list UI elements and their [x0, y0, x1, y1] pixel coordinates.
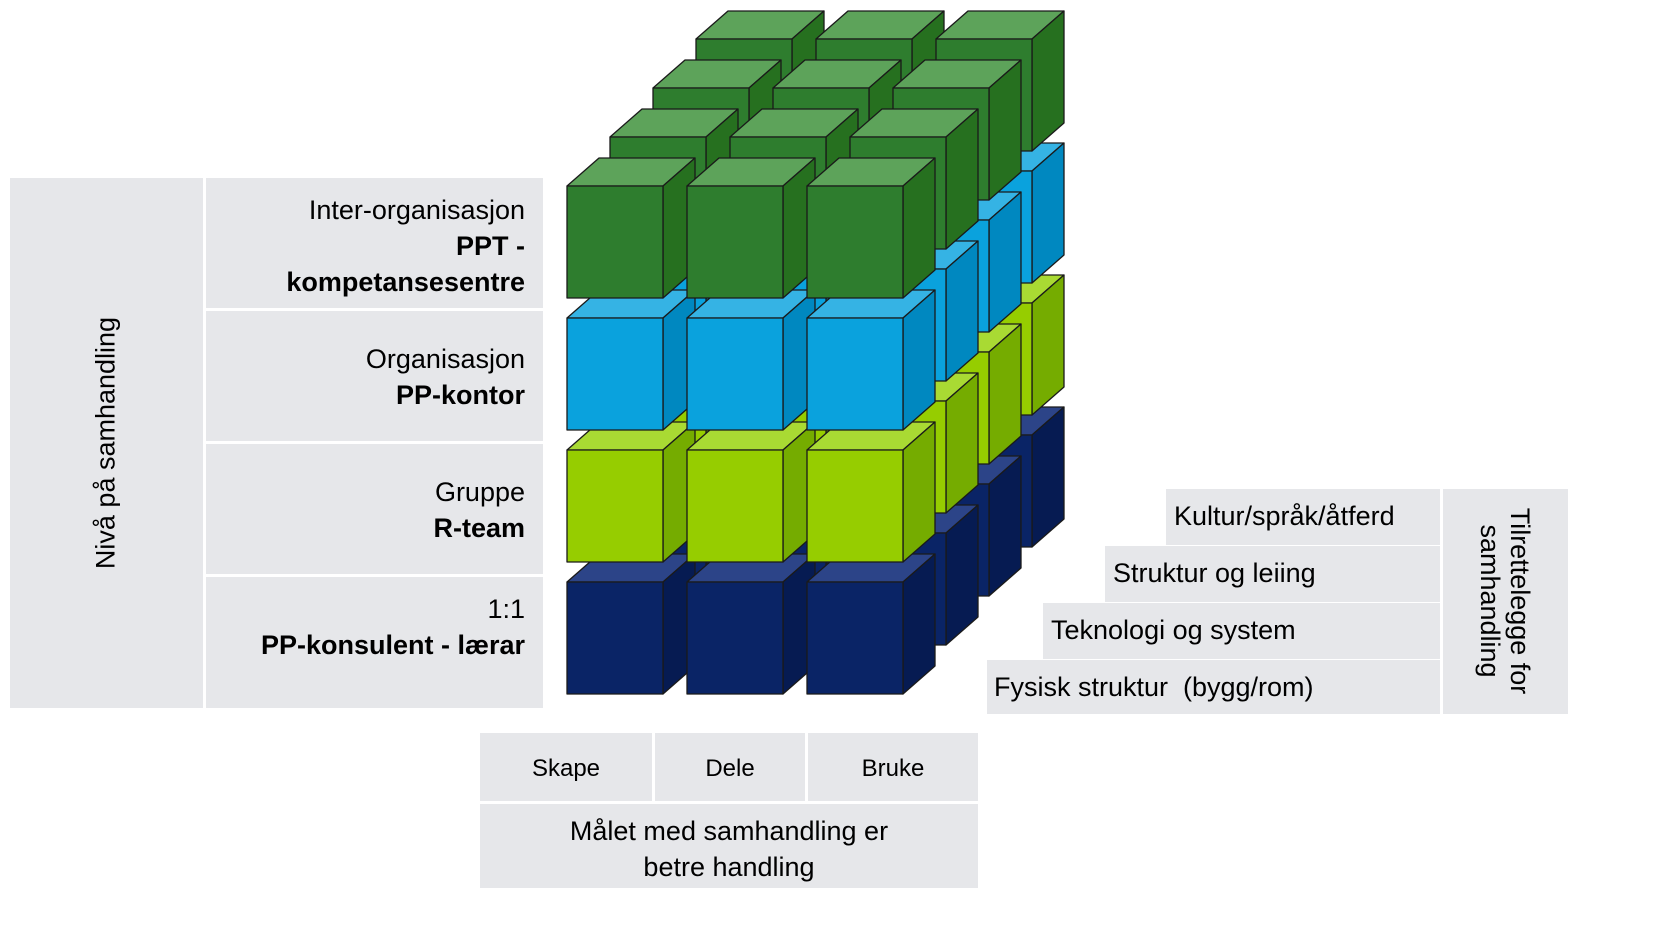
cube-group-use-depth1-front-face — [806, 449, 904, 563]
facilitation-item-label: Struktur og leiing — [1113, 558, 1316, 588]
level-label: Organisasjon — [365, 344, 525, 374]
facilitation-item-label: Kultur/språk/åtferd — [1174, 501, 1395, 531]
goal-caption-line2: betre handling — [643, 852, 815, 882]
facilitation-axis-title-line2: samhandling — [1475, 524, 1505, 678]
goal-column-use: Bruke — [808, 733, 978, 801]
facilitation-item-technology: Teknologi og system — [1043, 603, 1440, 659]
cube-organisation-share-depth1-front-face — [686, 317, 784, 431]
facilitation-item-structure: Struktur og leiing — [1105, 546, 1440, 602]
cube-inter-organisation-create-depth1-front-face — [566, 185, 664, 299]
goal-caption-box: Målet med samhandling er betre handling — [480, 804, 978, 888]
goal-column-label: Bruke — [861, 755, 925, 782]
level-label: 1:1 — [487, 594, 525, 624]
level-sublabel: R-team — [433, 513, 525, 543]
facilitation-axis-title-box: Tilrettelegge for samhandling — [1443, 489, 1568, 714]
cube-group-create-depth1-front-face — [566, 449, 664, 563]
goal-column-share: Dele — [655, 733, 805, 801]
level-box-group: Gruppe R-team — [206, 444, 543, 574]
level-sublabel: PP-kontor — [395, 380, 525, 410]
facilitation-item-culture: Kultur/språk/åtferd — [1166, 489, 1440, 545]
goal-column-label: Skape — [531, 755, 601, 782]
goal-column-label: Dele — [705, 755, 755, 782]
level-sublabel: PP-konsulent - lærar — [260, 630, 525, 660]
cube-one-to-one-share-depth1-front-face — [686, 581, 784, 695]
facilitation-item-label: Fysisk struktur (bygg/rom) — [994, 672, 1314, 702]
level-box-one-to-one: 1:1 PP-konsulent - lærar — [206, 577, 543, 708]
facilitation-item-label: Teknologi og system — [1051, 615, 1296, 645]
level-sublabel: PPT - — [455, 231, 525, 261]
cube-one-to-one-use-depth1-front-face — [806, 581, 904, 695]
goal-column-create: Skape — [480, 733, 652, 801]
cube-inter-organisation-share-depth1-front-face — [686, 185, 784, 299]
level-sublabel: kompetansesentre — [286, 267, 525, 297]
cube-inter-organisation-use-depth1-front-face — [806, 185, 904, 299]
level-label: Gruppe — [434, 477, 525, 507]
facilitation-axis-title-line1: Tilrettelegge for — [1505, 507, 1535, 695]
cube-group-share-depth1-front-face — [686, 449, 784, 563]
cube-one-to-one-create-depth1-front-face — [566, 581, 664, 695]
cube-organisation-use-depth1-front-face — [806, 317, 904, 431]
level-label: Inter-organisasjon — [308, 195, 525, 225]
level-axis-title-box: Nivå på samhandling — [10, 178, 203, 708]
goal-caption-line1: Målet med samhandling er — [569, 816, 889, 846]
level-box-organisation: Organisasjon PP-kontor — [206, 311, 543, 441]
level-box-inter-organisation: Inter-organisasjon PPT - kompetansesentr… — [206, 178, 543, 308]
facilitation-item-physical: Fysisk struktur (bygg/rom) — [987, 660, 1440, 714]
cube-organisation-create-depth1-front-face — [566, 317, 664, 431]
